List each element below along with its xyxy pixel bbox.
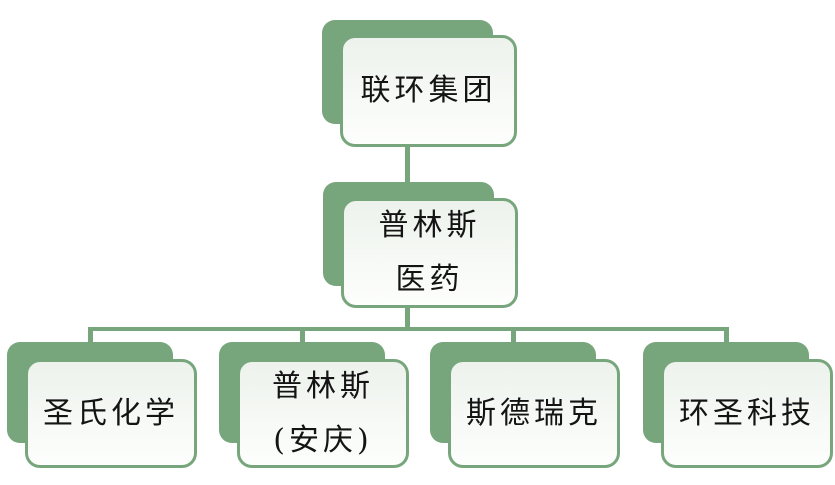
node-label: 环圣科技 — [679, 395, 815, 431]
node-card: 普林斯 医药 — [341, 198, 518, 308]
connector-stub-child-2 — [300, 327, 305, 345]
connector-stub-child-3 — [511, 327, 516, 345]
node-card: 普林斯 (安庆) — [237, 359, 409, 468]
node-card: 斯德瑞克 — [448, 359, 620, 468]
org-node-root: 联环集团 — [322, 20, 517, 147]
org-node-child-1: 圣氏化学 — [7, 342, 197, 468]
node-label: 圣氏化学 — [43, 395, 179, 431]
node-card: 联环集团 — [340, 35, 517, 147]
node-card: 圣氏化学 — [25, 359, 197, 468]
connector-stub-child-1 — [88, 327, 93, 345]
connector-root-to-level2 — [405, 140, 410, 190]
node-label: 联环集团 — [360, 73, 497, 108]
org-node-child-4: 环圣科技 — [643, 342, 833, 468]
connector-bus-line — [90, 327, 729, 331]
connector-level2-to-bus — [405, 300, 410, 331]
connector-stub-child-4 — [724, 327, 729, 345]
node-card: 环圣科技 — [661, 359, 833, 468]
node-label-line-1: 普林斯 — [378, 208, 481, 243]
org-node-child-2: 普林斯 (安庆) — [219, 342, 409, 468]
org-node-child-3: 斯德瑞克 — [430, 342, 620, 468]
node-label-line-2: 医药 — [395, 262, 464, 297]
node-label: 斯德瑞克 — [466, 395, 602, 431]
node-label-line-2: (安庆) — [273, 422, 373, 458]
org-node-level2: 普林斯 医药 — [323, 182, 518, 308]
node-label-line-1: 普林斯 — [272, 368, 374, 404]
